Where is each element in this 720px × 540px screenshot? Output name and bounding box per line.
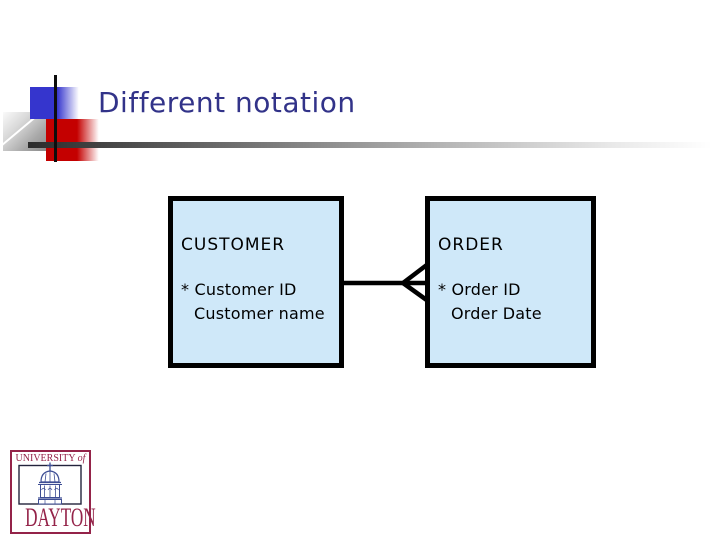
decor-vertical-line (54, 75, 57, 162)
entity-customer-name: CUSTOMER (181, 235, 286, 255)
entity-order-attributes: * Order ID Order Date (438, 278, 542, 326)
decor-blue-gradient (57, 87, 80, 119)
decor-diagonal-line (1, 114, 39, 146)
logo-dayton-text: DAYTON (25, 503, 96, 532)
title-underline-rule (28, 142, 712, 148)
decor-red-square (46, 119, 77, 161)
logo-of-word: of (77, 453, 86, 464)
relationship-connector (339, 262, 430, 303)
university-of-dayton-logo: UNIVERSITY of (10, 450, 96, 534)
entity-customer-box: CUSTOMER * Customer ID Customer name (168, 196, 344, 368)
logo-university-word: UNIVERSITY (15, 453, 76, 464)
entity-customer-attributes: * Customer ID Customer name (181, 278, 325, 326)
entity-attribute: Customer name (194, 304, 325, 323)
entity-attribute: * Order ID (438, 280, 521, 299)
entity-attribute: * Customer ID (181, 280, 297, 299)
decor-red-gradient (77, 119, 100, 161)
slide-title: Different notation (98, 86, 356, 119)
decor-blue-square (30, 87, 57, 119)
logo-university-text: UNIVERSITY of (12, 453, 89, 464)
entity-attribute: Order Date (451, 304, 542, 323)
entity-order-name: ORDER (438, 235, 504, 255)
chapel-icon (18, 462, 82, 505)
entity-order-box: ORDER * Order ID Order Date (425, 196, 596, 368)
